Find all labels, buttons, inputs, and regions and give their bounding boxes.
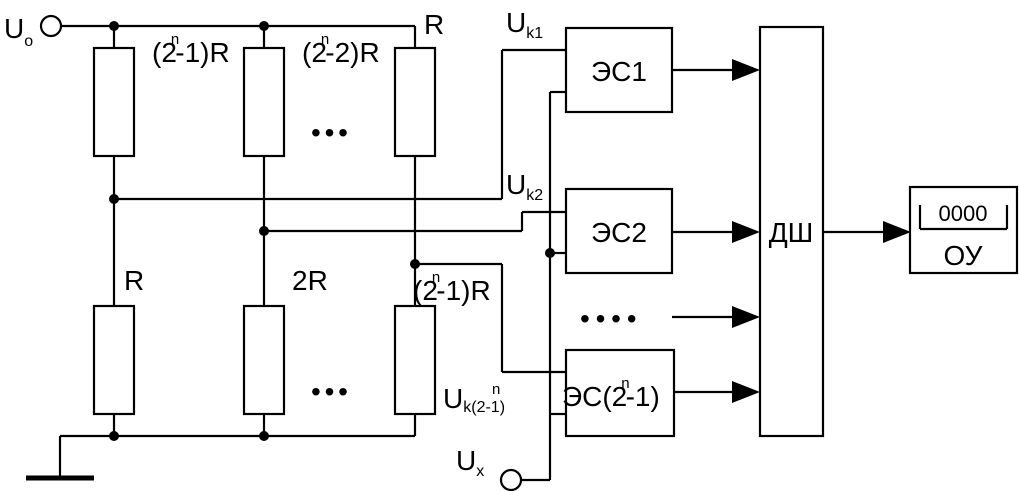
junctions: [109, 21, 555, 441]
comparator-esn-label: ЭС(2n-1): [562, 375, 660, 412]
resistor-bottom-2-label: 2R: [292, 265, 328, 296]
display-name: ОУ: [944, 240, 983, 271]
decoder-label: ДШ: [769, 217, 814, 248]
resistor-top-3-label: R: [424, 9, 444, 40]
arrow-esn-to-decoder: [732, 381, 760, 403]
arrow-es2-to-decoder: [732, 221, 760, 243]
ellipsis-bottom-resistors: • • •: [311, 376, 347, 407]
ux-label: Ux: [456, 445, 484, 480]
ukn-exponent: n: [492, 381, 500, 398]
resistor-bottom-1-label: R: [124, 265, 144, 296]
arrow-es1-to-decoder: [732, 59, 760, 81]
u0-terminal: [39, 14, 63, 38]
resistor-bottom-3-label: (2n-1)R: [413, 269, 491, 306]
resistor-top-3: [393, 46, 437, 158]
ukn-label: Uk(2-1): [443, 383, 505, 416]
comparator-esn: [564, 348, 676, 438]
decoder-block: [758, 25, 825, 438]
arrow-decoder-to-display: [883, 221, 911, 243]
comparator-es1-label: ЭС1: [591, 56, 647, 87]
resistor-top-1: [92, 46, 136, 158]
resistor-bottom-3: [393, 304, 437, 416]
comparator-es2-label: ЭС2: [591, 217, 647, 248]
ellipsis-comparators: • • • •: [580, 303, 636, 334]
resistor-top-2: [242, 46, 286, 158]
comparator-es2: [564, 187, 674, 275]
resistor-bottom-1: [92, 304, 136, 416]
ellipsis-top-resistors: • • •: [311, 117, 347, 148]
arrowheads: [732, 59, 911, 403]
ux-terminal: [499, 468, 523, 491]
arrow-esk-to-decoder: [732, 306, 760, 328]
comparator-es1: [564, 26, 674, 114]
resistor-bottom-2: [242, 304, 286, 416]
u0-label: Uo: [4, 13, 33, 50]
resistor-top-2-label: (2n-2)R: [302, 31, 380, 68]
resistor-top-1-label: (2n-1)R: [152, 31, 230, 68]
wires: [26, 24, 886, 482]
uk2-label: Uk2: [506, 169, 543, 204]
resistors: [92, 46, 437, 416]
uk1-label: Uk1: [506, 7, 543, 42]
display-value: 0000: [939, 201, 988, 226]
